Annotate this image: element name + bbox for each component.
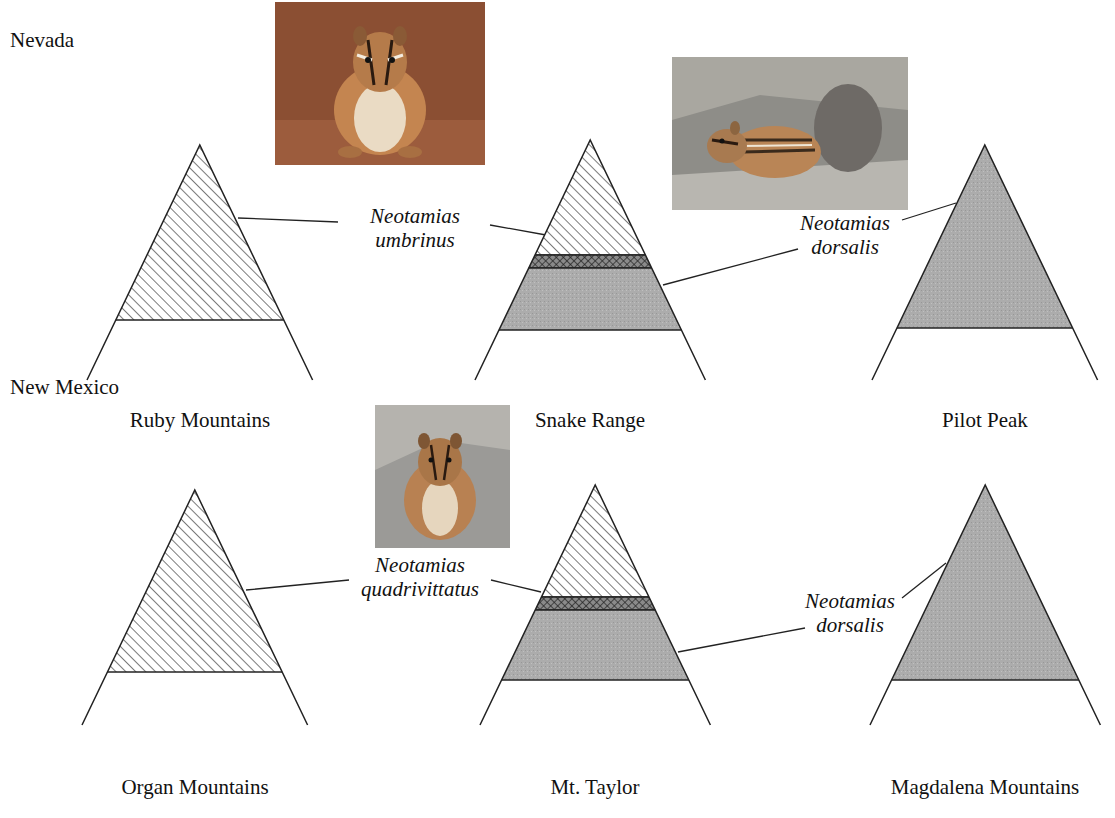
leader-line: [902, 203, 956, 220]
habitat-band: [499, 268, 681, 330]
mountain-node: Mt. Taylor: [480, 485, 710, 805]
species-label: Neotamias dorsalis: [780, 589, 920, 637]
mountain-outline: [475, 140, 705, 382]
mountain-slope: [82, 490, 308, 725]
habitat-band: [535, 597, 655, 610]
leader-lines: [238, 203, 956, 652]
habitat-band: [541, 485, 649, 597]
band-boundary: [535, 254, 645, 255]
state-label: New Mexico: [10, 375, 119, 399]
band-boundary: [108, 671, 283, 672]
habitat-band: [116, 145, 284, 320]
mountain-outline: [480, 485, 710, 727]
mountain-outline: [872, 145, 1098, 382]
mountain-slope: [475, 140, 705, 380]
mountain-outline: [870, 485, 1100, 727]
chipmunk-photo: [275, 2, 485, 165]
mountain-slope: [870, 485, 1100, 725]
leader-line: [246, 580, 349, 590]
leader-line: [490, 225, 546, 235]
mountain-node: Pilot Peak: [872, 145, 1098, 438]
species-label: Neotamias umbrinus: [345, 204, 485, 252]
band-boundary: [535, 609, 655, 610]
habitat-band: [108, 490, 283, 672]
mountain-name: Organ Mountains: [82, 775, 308, 799]
band-boundary: [891, 679, 1078, 680]
mountain-outline: [82, 490, 308, 727]
mountain-slope: [480, 485, 710, 725]
mountain-outline: [87, 145, 313, 382]
mountain-name: Snake Range: [475, 408, 705, 432]
leader-line: [678, 628, 805, 652]
species-label: Neotamias dorsalis: [775, 211, 915, 259]
mountain-node: Ruby Mountains: [87, 145, 313, 438]
species-label: Neotamias quadrivittatus: [345, 553, 495, 601]
chipmunk-photo: [375, 405, 510, 548]
mountain-node: Snake Range: [475, 140, 705, 438]
mountain-slope: [87, 145, 313, 380]
leader-line: [238, 218, 338, 222]
mountain-name: Magdalena Mountains: [870, 775, 1100, 799]
habitat-band: [529, 255, 652, 268]
band-boundary: [499, 329, 681, 330]
chipmunk-photo: [672, 57, 908, 210]
leader-line: [663, 249, 798, 285]
state-label: Nevada: [10, 28, 74, 52]
habitat-band: [897, 145, 1073, 328]
band-boundary: [541, 596, 649, 597]
leader-line: [491, 580, 541, 592]
mountain-name: Mt. Taylor: [480, 775, 710, 799]
band-boundary: [501, 679, 688, 680]
mountain-name: Pilot Peak: [872, 408, 1098, 432]
band-boundary: [529, 267, 652, 268]
band-boundary: [529, 267, 652, 268]
habitat-band: [891, 485, 1078, 680]
mountain-node: Organ Mountains: [82, 490, 308, 805]
mountain-name: Ruby Mountains: [87, 408, 313, 432]
band-boundary: [535, 609, 655, 610]
mountain-slope: [872, 145, 1098, 380]
band-boundary: [541, 596, 649, 597]
mountain-node: Magdalena Mountains: [870, 485, 1100, 805]
habitat-band: [535, 140, 645, 255]
band-boundary: [535, 254, 645, 255]
band-boundary: [897, 327, 1073, 328]
band-boundary: [116, 319, 284, 320]
